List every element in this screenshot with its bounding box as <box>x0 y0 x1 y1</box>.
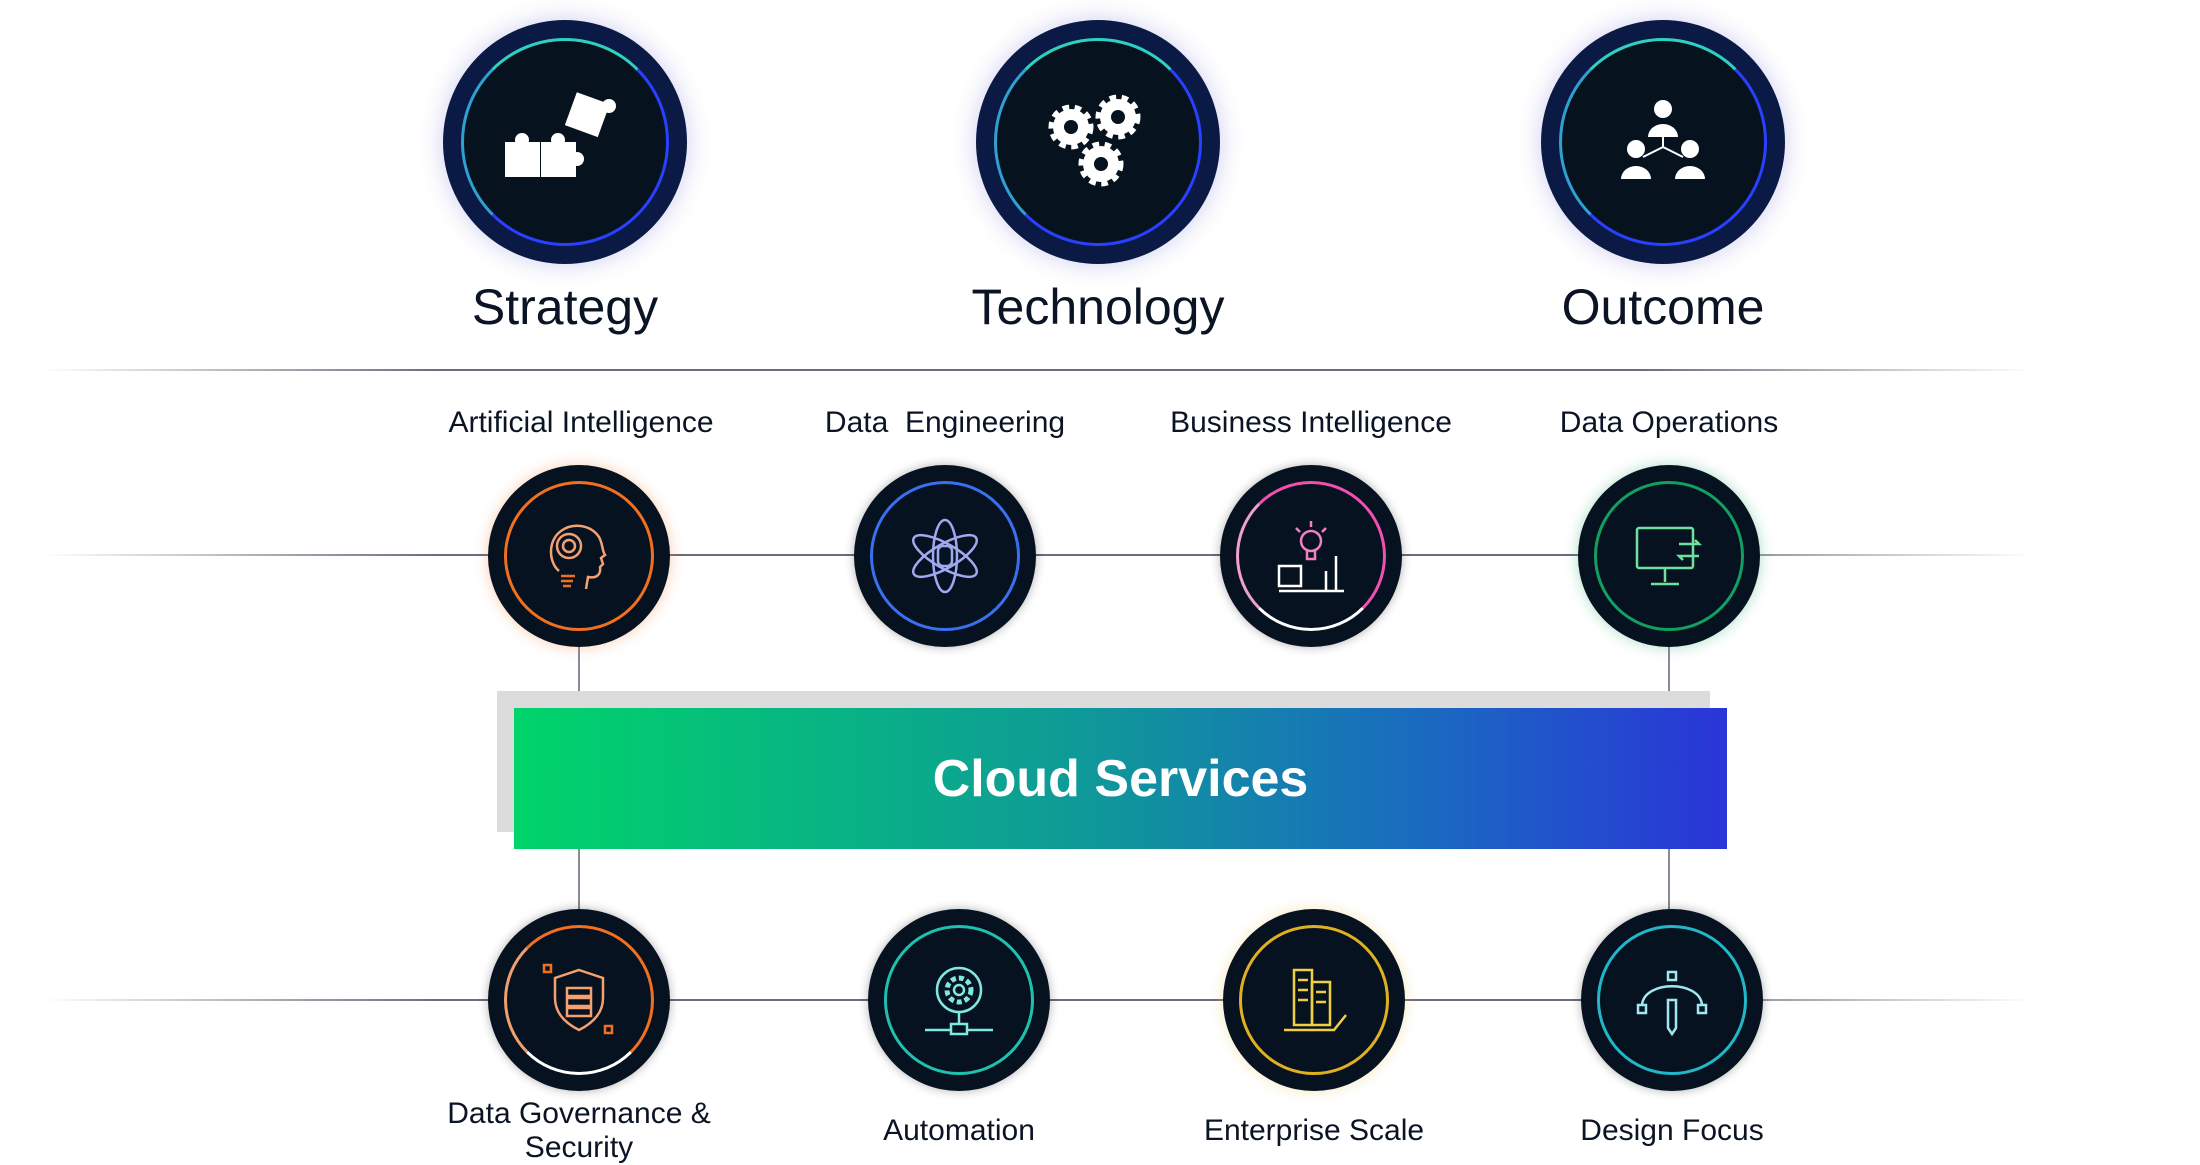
governance-label-line2: Security <box>524 1131 634 1164</box>
banner-title: Cloud Services <box>932 749 1309 808</box>
governance-label-line1: Data Governance & <box>447 1097 711 1130</box>
divider-line <box>43 369 2033 371</box>
service-label-automation: Automation <box>883 1114 1035 1147</box>
connector-line-top <box>43 554 2033 556</box>
gear-network-icon <box>925 966 993 1036</box>
cloud-services-banner: Cloud Services <box>514 708 1727 849</box>
gears-icon <box>1048 94 1141 187</box>
team-hierarchy-icon <box>1621 100 1705 179</box>
service-label-ai: Artificial Intelligence <box>448 406 714 439</box>
automation-node <box>868 909 1050 1091</box>
strategy-badge <box>443 20 687 264</box>
data-operations-node <box>1578 465 1760 647</box>
vector-pen-icon <box>1636 970 1708 1037</box>
data-engineering-node <box>854 465 1036 647</box>
outcome-badge <box>1541 20 1785 264</box>
service-label-enterprise-scale: Enterprise Scale <box>1203 1114 1425 1147</box>
service-label-governance: Data Governance & Security <box>447 1097 710 1165</box>
service-label-data-operations: Data Operations <box>1559 406 1779 439</box>
buildings-icon <box>1284 968 1347 1032</box>
pillar-label-outcome: Outcome <box>1561 279 1765 335</box>
monitor-sync-icon <box>1635 526 1703 586</box>
technology-badge <box>976 20 1220 264</box>
governance-node <box>488 909 670 1091</box>
atom-database-icon <box>912 518 978 594</box>
service-label-data-engineering: Data Engineering <box>824 406 1066 439</box>
pillar-label-strategy: Strategy <box>471 279 659 335</box>
shield-server-icon <box>542 963 614 1035</box>
enterprise-scale-node <box>1223 909 1405 1091</box>
pillar-label-technology: Technology <box>971 279 1225 335</box>
service-label-bi: Business Intelligence <box>1170 406 1452 439</box>
ai-node <box>488 465 670 647</box>
lightbulb-chart-icon <box>1277 521 1344 593</box>
design-focus-node <box>1581 909 1763 1091</box>
puzzle-icon <box>505 92 616 177</box>
bi-node <box>1220 465 1402 647</box>
service-label-design-focus: Design Focus <box>1580 1114 1764 1147</box>
ai-head-icon <box>549 524 607 590</box>
